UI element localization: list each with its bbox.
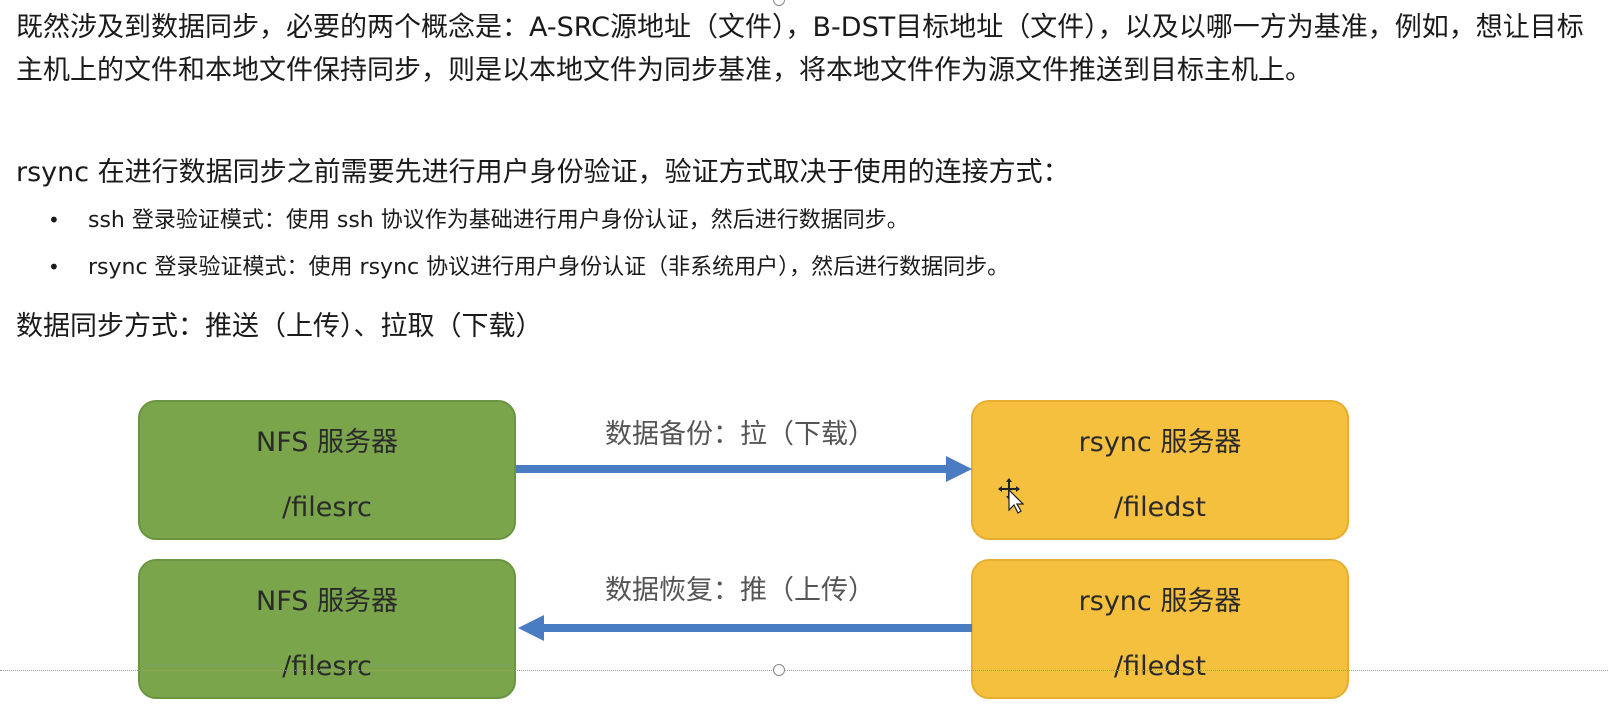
server-path: /filedst <box>1113 492 1206 523</box>
paragraph-concepts: 既然涉及到数据同步，必要的两个概念是：A-SRC源地址（文件），B-DST目标地… <box>16 12 1584 86</box>
server-path: /filedst <box>1113 651 1206 682</box>
bullet-text: rsync 登录验证模式：使用 rsync 协议进行用户身份认证（非系统用户），… <box>88 255 1010 280</box>
nfs-server-box-restore: NFS 服务器 /filesrc <box>138 559 516 699</box>
paragraph-auth: rsync 在进行数据同步之前需要先进行用户身份验证，验证方式取决于使用的连接方… <box>16 157 1070 188</box>
rsync-server-box-backup: rsync 服务器 /filedst <box>971 400 1349 540</box>
server-path: /filesrc <box>282 651 372 682</box>
backup-arrow-label: 数据备份：拉（下载） <box>605 419 875 450</box>
restore-arrow <box>518 615 972 641</box>
restore-arrow-label: 数据恢复：推（上传） <box>605 575 875 606</box>
bullet-item-ssh: • ssh 登录验证模式：使用 ssh 协议作为基础进行用户身份认证，然后进行数据… <box>48 205 909 236</box>
slide-boundary-line <box>0 670 1608 671</box>
paragraph-sync-modes: 数据同步方式：推送（上传）、拉取（下载） <box>16 311 543 342</box>
server-name: NFS 服务器 <box>256 586 398 617</box>
bullet-marker: • <box>48 255 60 279</box>
bullet-item-rsync: • rsync 登录验证模式：使用 rsync 协议进行用户身份认证（非系统用户）… <box>48 252 1009 283</box>
resize-handle-bottom[interactable] <box>773 664 785 676</box>
backup-arrow <box>516 456 972 482</box>
nfs-server-box-backup: NFS 服务器 /filesrc <box>138 400 516 540</box>
rsync-server-box-restore: rsync 服务器 /filedst <box>971 559 1349 699</box>
server-name: rsync 服务器 <box>1078 427 1242 458</box>
bullet-marker: • <box>48 208 60 232</box>
bullet-text: ssh 登录验证模式：使用 ssh 协议作为基础进行用户身份认证，然后进行数据同… <box>88 208 909 233</box>
server-path: /filesrc <box>282 492 372 523</box>
server-name: NFS 服务器 <box>256 427 398 458</box>
move-cursor-icon <box>998 478 1025 518</box>
server-name: rsync 服务器 <box>1078 586 1242 617</box>
